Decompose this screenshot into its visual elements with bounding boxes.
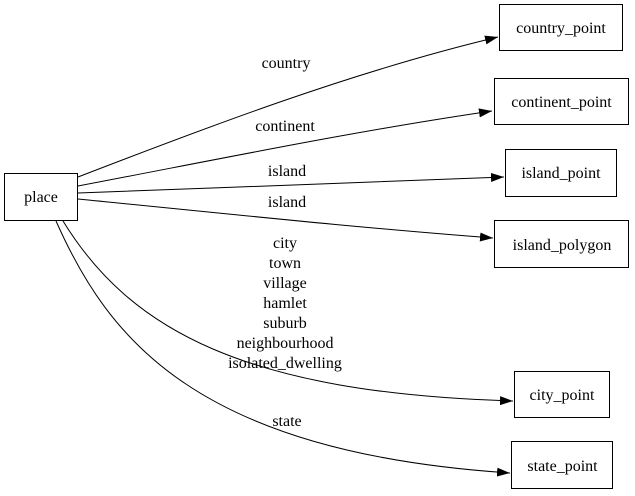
edge-place-to-island_polygon <box>77 198 494 242</box>
edge-label-city-group: city town village hamlet suburb neighbou… <box>228 235 342 372</box>
node-island_polygon-box <box>494 220 629 268</box>
edge-label-country: country <box>262 55 311 72</box>
node-island_polygon: island_polygon <box>494 220 629 268</box>
node-island_point-box <box>505 149 617 197</box>
edge-label-city-line: isolated_dwelling <box>228 355 342 372</box>
node-island_point-label: island_point <box>521 165 601 182</box>
node-state_point-box <box>511 441 613 489</box>
edge-label-city-line: suburb <box>263 315 307 332</box>
node-place-label: place <box>24 189 58 206</box>
edge-place-to-state_point <box>55 220 511 477</box>
node-country_point: country_point <box>499 4 623 51</box>
edge-label-city-line: neighbourhood <box>237 335 334 352</box>
edge-label-city-line: hamlet <box>263 295 307 312</box>
edge-place-to-city_point <box>62 220 514 406</box>
edge-label-state: state <box>272 413 301 430</box>
node-continent_point-box <box>494 78 629 125</box>
edge-label-island-point: island <box>268 163 306 180</box>
node-state_point: state_point <box>511 441 613 489</box>
node-country_point-box <box>499 4 623 51</box>
node-city_point-label: city_point <box>530 387 595 404</box>
edge-label-island-polygon: island <box>268 194 306 211</box>
node-continent_point-label: continent_point <box>511 94 612 111</box>
node-country_point-label: country_point <box>516 20 606 37</box>
edge-place-to-continent_point <box>77 108 493 187</box>
edge-label-city-line: city <box>273 235 297 252</box>
node-place-box <box>4 173 78 221</box>
node-continent_point: continent_point <box>494 78 629 125</box>
node-island_point: island_point <box>505 149 617 197</box>
edge-label-city-line: village <box>263 275 307 292</box>
edge-place-to-island_point <box>77 172 505 194</box>
node-island_polygon-label: island_polygon <box>513 237 612 254</box>
node-city_point-box <box>514 371 610 418</box>
node-city_point: city_point <box>514 371 610 418</box>
edge-place-to-country_point <box>77 35 499 178</box>
edge-label-city-line: town <box>269 255 301 272</box>
node-state_point-label: state_point <box>527 458 598 475</box>
edge-label-continent: continent <box>255 118 315 135</box>
node-place: place <box>4 173 78 221</box>
